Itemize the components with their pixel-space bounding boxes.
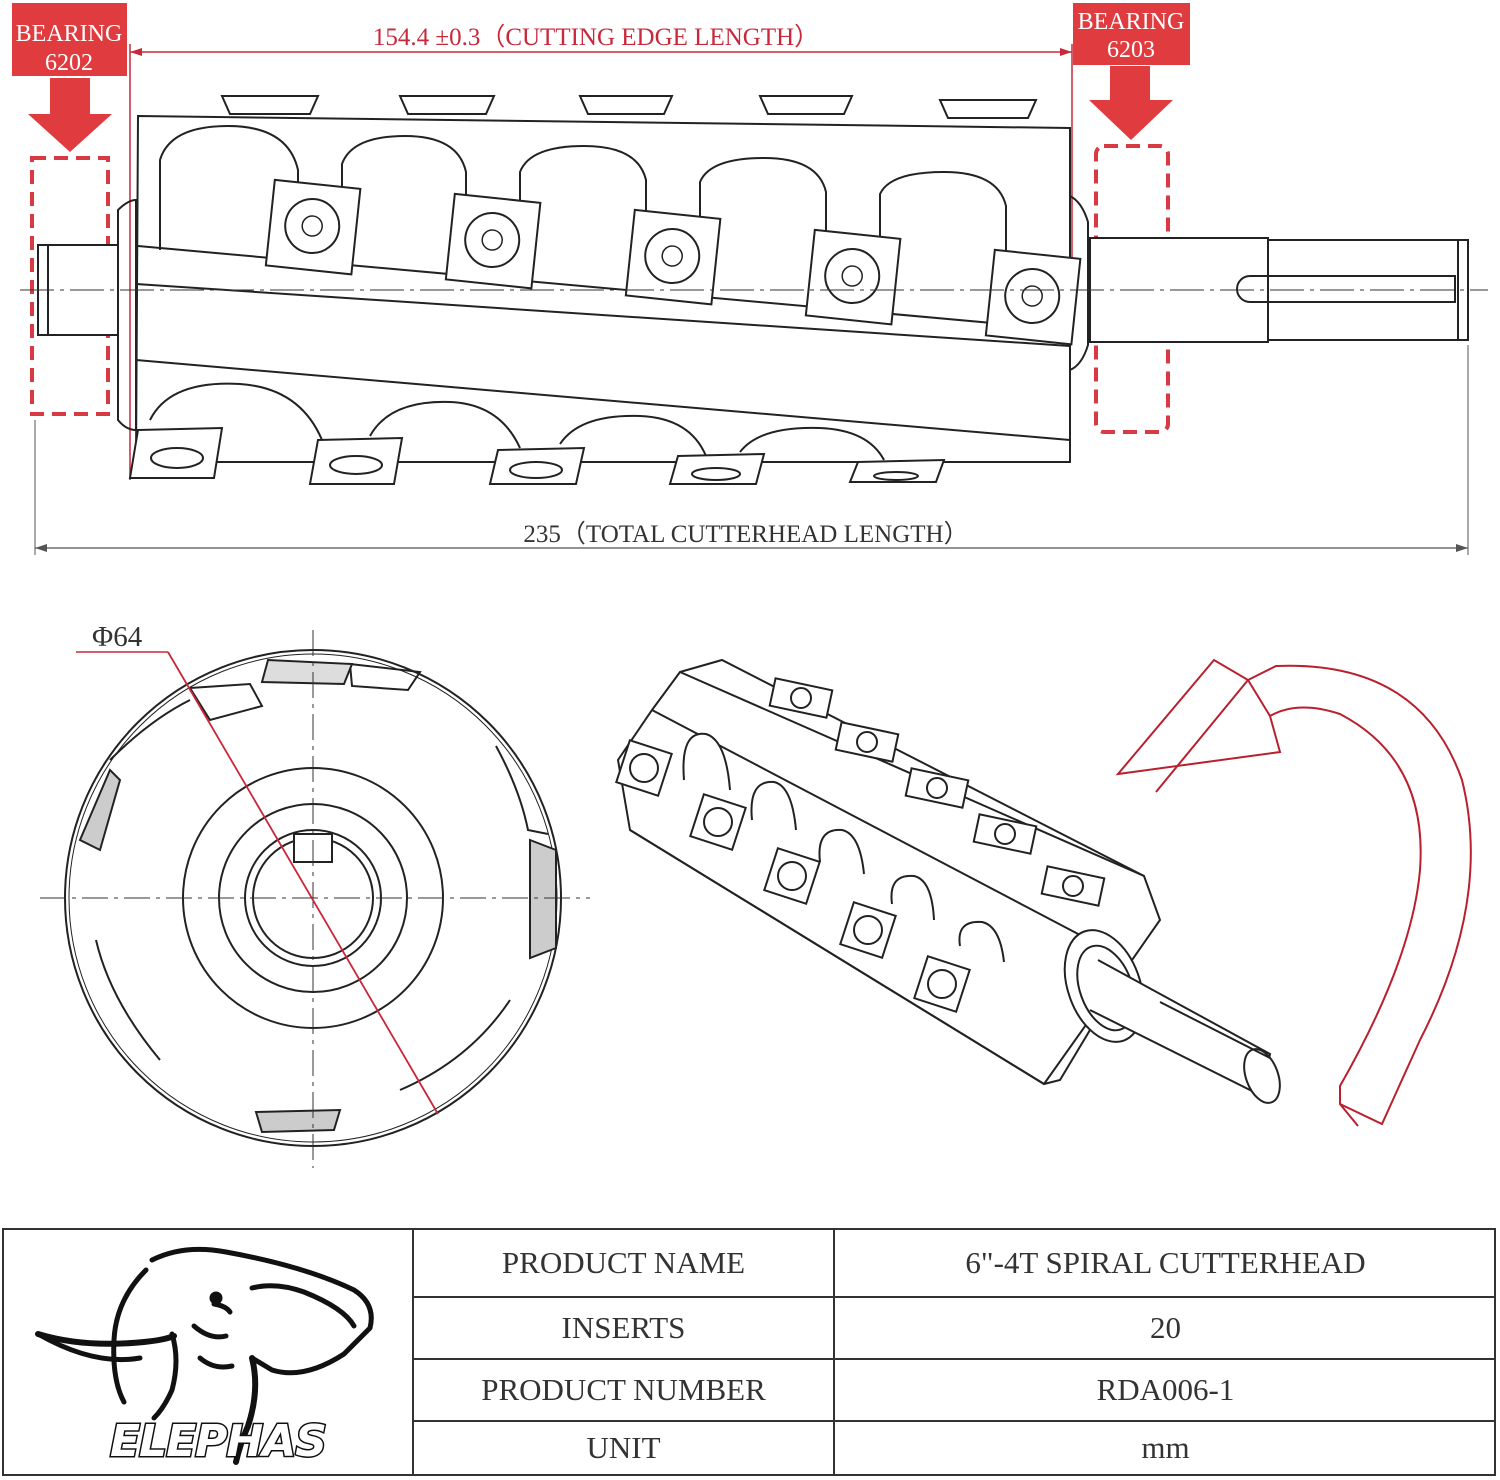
brand-logo-text: ELEPHAS: [110, 1416, 326, 1467]
technical-drawing: BEARING 6202 BEARING 6203 154.4 ±0.3（CUT…: [12, 3, 1488, 1168]
spec-label: INSERTS: [414, 1298, 835, 1358]
cutting-edge-dimension: 154.4 ±0.3（CUTTING EDGE LENGTH）: [129, 23, 1073, 480]
spec-row-product-name: PRODUCT NAME 6"-4T SPIRAL CUTTERHEAD: [414, 1230, 1496, 1298]
spec-table: ELEPHAS PRODUCT NAME 6"-4T SPIRAL CUTTER…: [2, 1228, 1496, 1476]
spec-value: 6"-4T SPIRAL CUTTERHEAD: [965, 1245, 1366, 1280]
spec-row-unit: UNIT mm: [414, 1422, 1496, 1474]
insert-row-top: [264, 178, 1082, 346]
cutterhead-side-view: [37, 95, 1469, 463]
bearing-left-title: BEARING: [16, 21, 123, 47]
elephant-head-icon: ELEPHAS: [35, 1246, 374, 1469]
diameter-dimension: Φ64: [76, 621, 439, 1115]
bearing-left-number: 6202: [45, 50, 93, 76]
spec-value: 20: [1150, 1310, 1181, 1345]
diameter-label: Φ64: [92, 621, 143, 653]
spec-row-product-number: PRODUCT NUMBER RDA006-1: [414, 1360, 1496, 1422]
spec-label: PRODUCT NUMBER: [414, 1360, 835, 1420]
spec-value: RDA006-1: [1096, 1372, 1235, 1407]
total-length-dimension: 235（TOTAL CUTTERHEAD LENGTH）: [34, 345, 1469, 555]
bearing-right-number: 6203: [1107, 37, 1155, 63]
logo-cell: ELEPHAS: [4, 1230, 414, 1474]
bearing-left-callout: BEARING 6202: [12, 3, 127, 416]
spec-label: PRODUCT NAME: [414, 1230, 835, 1296]
bearing-right-title: BEARING: [1078, 9, 1185, 35]
bearing-left-arrow: [28, 78, 112, 152]
cutterhead-isometric-view: [615, 658, 1281, 1104]
bearing-right-callout: BEARING 6203: [1073, 3, 1190, 434]
insert-row-bottom: [128, 426, 946, 485]
bearing-right-arrow: [1089, 66, 1173, 140]
spec-row-inserts: INSERTS 20: [414, 1298, 1496, 1360]
rotation-arrow-icon: [1115, 658, 1472, 1127]
cutting-edge-label: 154.4 ±0.3（CUTTING EDGE LENGTH）: [373, 23, 819, 51]
spec-value: mm: [1141, 1430, 1190, 1465]
total-length-label: 235（TOTAL CUTTERHEAD LENGTH）: [523, 520, 968, 548]
spec-label: UNIT: [414, 1422, 835, 1474]
